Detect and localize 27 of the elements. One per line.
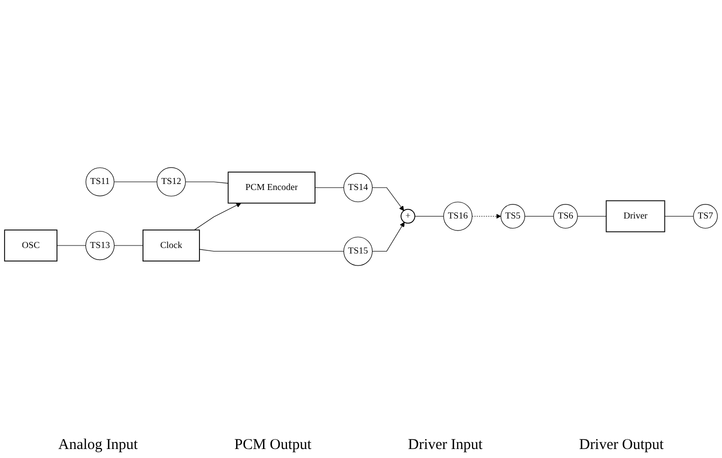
node-box: PCM Encoder xyxy=(228,172,316,204)
terminal-label: Driver Output xyxy=(579,437,664,454)
node-box: Clock xyxy=(142,230,200,262)
node-circle: TS12 xyxy=(156,167,186,196)
arrow xyxy=(372,187,404,211)
arrow xyxy=(472,214,502,219)
node-circle: TS6 xyxy=(553,204,578,228)
connector xyxy=(314,187,344,188)
connector xyxy=(56,245,86,246)
node-circle: TS16 xyxy=(443,202,472,231)
arrow xyxy=(372,222,405,252)
arrow xyxy=(194,202,242,230)
terminal-label: Driver Input xyxy=(408,437,483,454)
connector xyxy=(199,248,344,252)
node-circle: TS11 xyxy=(86,167,114,196)
node-circle: TS14 xyxy=(343,172,373,202)
connector xyxy=(185,182,228,184)
node-circle: TS13 xyxy=(85,230,115,260)
node-circle: TS15 xyxy=(343,236,373,266)
connector xyxy=(114,245,144,246)
node-box: OSC xyxy=(4,230,58,262)
terminal-label: Analog Input xyxy=(58,437,138,454)
terminal-label: PCM Output xyxy=(234,437,312,454)
node-circle: + xyxy=(400,208,416,224)
node-circle: TS5 xyxy=(500,204,526,228)
node-circle: TS7 xyxy=(693,204,718,228)
node-box: Driver xyxy=(606,200,666,232)
